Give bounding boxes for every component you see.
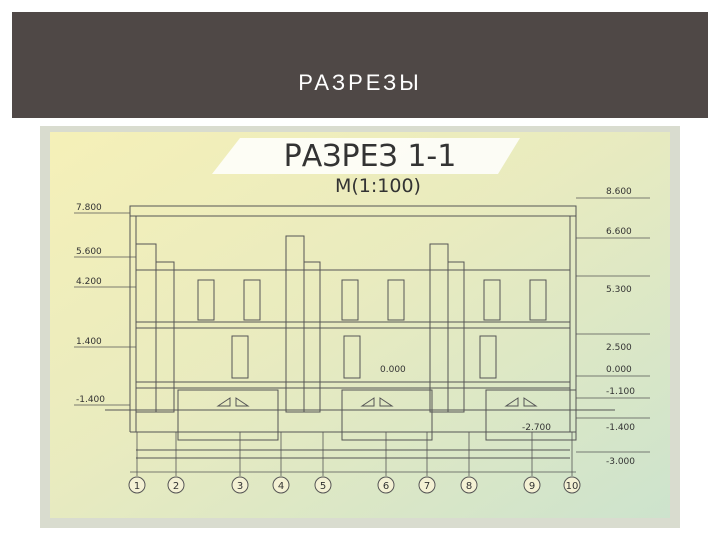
axis-label: 4 — [278, 481, 284, 492]
slide-title: РАЗРЕЗЫ — [298, 70, 422, 95]
right-level-label: -1.400 — [606, 423, 635, 433]
right-level-label: 2.500 — [606, 343, 632, 353]
left-level-label: -1.400 — [76, 395, 105, 405]
right-level-leaders — [576, 197, 650, 453]
right-level-label: -3.000 — [606, 457, 635, 467]
stairwells — [135, 235, 465, 413]
axis-label: 5 — [320, 481, 326, 492]
right-level-label: 5.300 — [606, 285, 632, 295]
axis-label: 6 — [383, 481, 389, 492]
axis-label: 2 — [173, 481, 179, 492]
left-level-label: 1.400 — [76, 337, 102, 347]
axis-label: 10 — [566, 481, 579, 492]
section-drawing: РАЗРЕЗ 1-1 М(1:100) — [50, 132, 670, 518]
right-level-label: 0.000 — [606, 365, 632, 375]
right-level-label: 8.600 — [606, 187, 632, 197]
left-level-label: 5.600 — [76, 247, 102, 257]
axis-label: 7 — [424, 481, 430, 492]
scale-label: М(1:100) — [335, 175, 421, 197]
slide-header: РАЗРЕЗЫ — [12, 12, 708, 118]
axis-label: 8 — [466, 481, 472, 492]
axis-lines — [130, 432, 576, 476]
left-level-label: 7.800 — [76, 203, 102, 213]
left-level-leaders — [74, 212, 136, 406]
axis-circles — [128, 476, 581, 494]
left-level-label: 4.200 — [76, 277, 102, 287]
basement-level-label: -2.700 — [522, 423, 551, 433]
doors — [197, 279, 547, 379]
axis-label: 9 — [529, 481, 535, 492]
section-title: РАЗРЕЗ 1-1 — [284, 139, 457, 174]
axis-label: 1 — [134, 481, 140, 492]
axis-labels: 1 2 3 4 5 6 7 8 9 10 — [134, 481, 579, 492]
zero-level-label: 0.000 — [380, 365, 406, 375]
axis-label: 3 — [237, 481, 243, 492]
basement-windows — [216, 397, 538, 407]
left-level-marks: 7.800 5.600 4.200 1.400 -1.400 — [76, 203, 105, 405]
right-level-marks: 8.600 6.600 5.300 2.500 0.000 -1.100 -1.… — [606, 187, 635, 467]
right-level-label: 6.600 — [606, 227, 632, 237]
right-level-label: -1.100 — [606, 387, 635, 397]
drawing-background — [50, 132, 670, 518]
title-banner — [212, 138, 520, 174]
